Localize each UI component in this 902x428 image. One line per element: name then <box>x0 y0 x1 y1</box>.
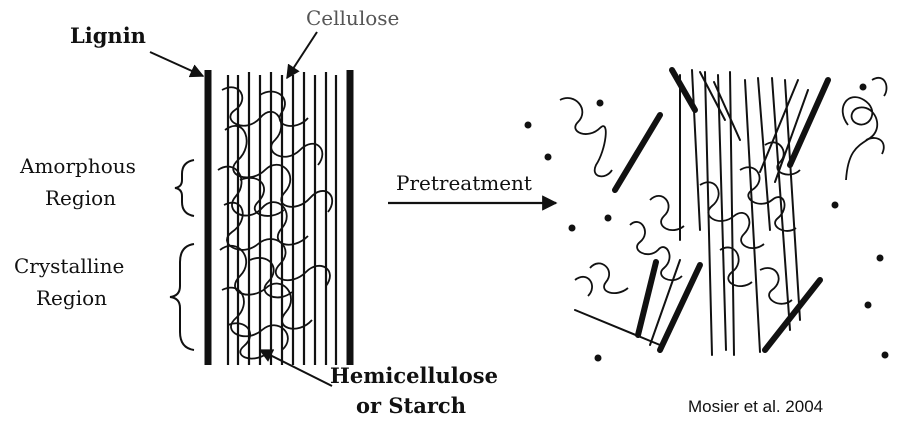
amorphous-label-line1: Amorphous <box>19 154 136 178</box>
lignin-label: Lignin <box>70 23 146 48</box>
hemicellulose-label-line2: or Starch <box>356 393 466 418</box>
cellulose-fragments <box>575 70 808 355</box>
amorphous-label-line2: Region <box>45 186 116 210</box>
hemicellulose-label-line1: Hemicellulose <box>330 363 498 388</box>
intact-fiber <box>208 70 350 365</box>
pretreatment-label: Pretreatment <box>396 171 532 195</box>
credit-text: Mosier et al. 2004 <box>688 397 823 416</box>
hemicellulose-pointer <box>260 350 332 386</box>
lignin-pointer <box>150 52 203 76</box>
cellulose-label: Cellulose <box>306 6 399 30</box>
cellulose-pointer <box>287 32 317 78</box>
crystalline-label-line2: Region <box>36 286 107 310</box>
amorphous-brace <box>175 160 194 216</box>
disrupted-structure <box>525 70 889 362</box>
crystalline-brace <box>170 244 194 350</box>
crystalline-label-line1: Crystalline <box>14 254 124 278</box>
